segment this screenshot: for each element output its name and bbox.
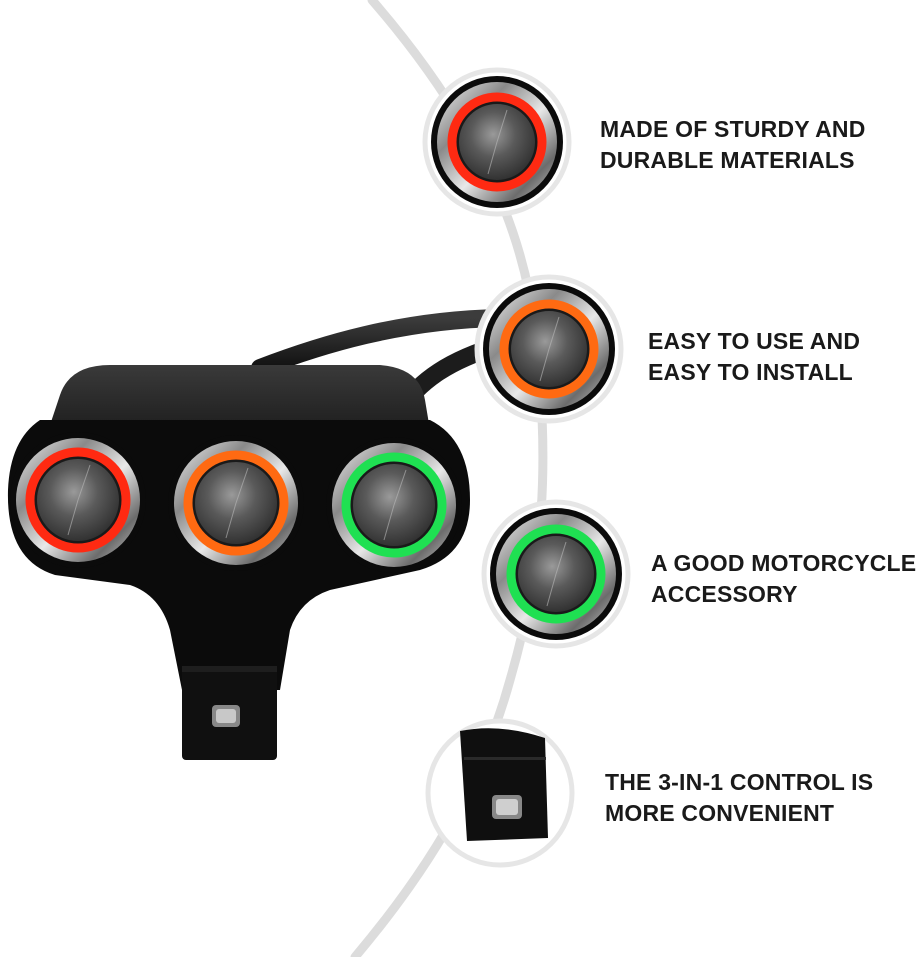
feature-materials-text: MADE OF STURDY AND DURABLE MATERIALS xyxy=(600,116,866,173)
feature-control-text: THE 3-IN-1 CONTROL IS MORE CONVENIENT xyxy=(605,769,874,826)
closeup-red-button xyxy=(422,67,572,217)
closeup-mount-clamp xyxy=(425,718,575,868)
main-button-red xyxy=(10,432,146,568)
closeup-green-button xyxy=(481,499,631,649)
main-button-orange xyxy=(168,435,304,571)
feature-install-text: EASY TO USE AND EASY TO INSTALL xyxy=(648,328,861,385)
feature-accessory-text: A GOOD MOTORCYCLE ACCESSORY xyxy=(651,550,917,607)
main-button-green xyxy=(326,437,462,573)
closeup-orange-button xyxy=(474,274,624,424)
